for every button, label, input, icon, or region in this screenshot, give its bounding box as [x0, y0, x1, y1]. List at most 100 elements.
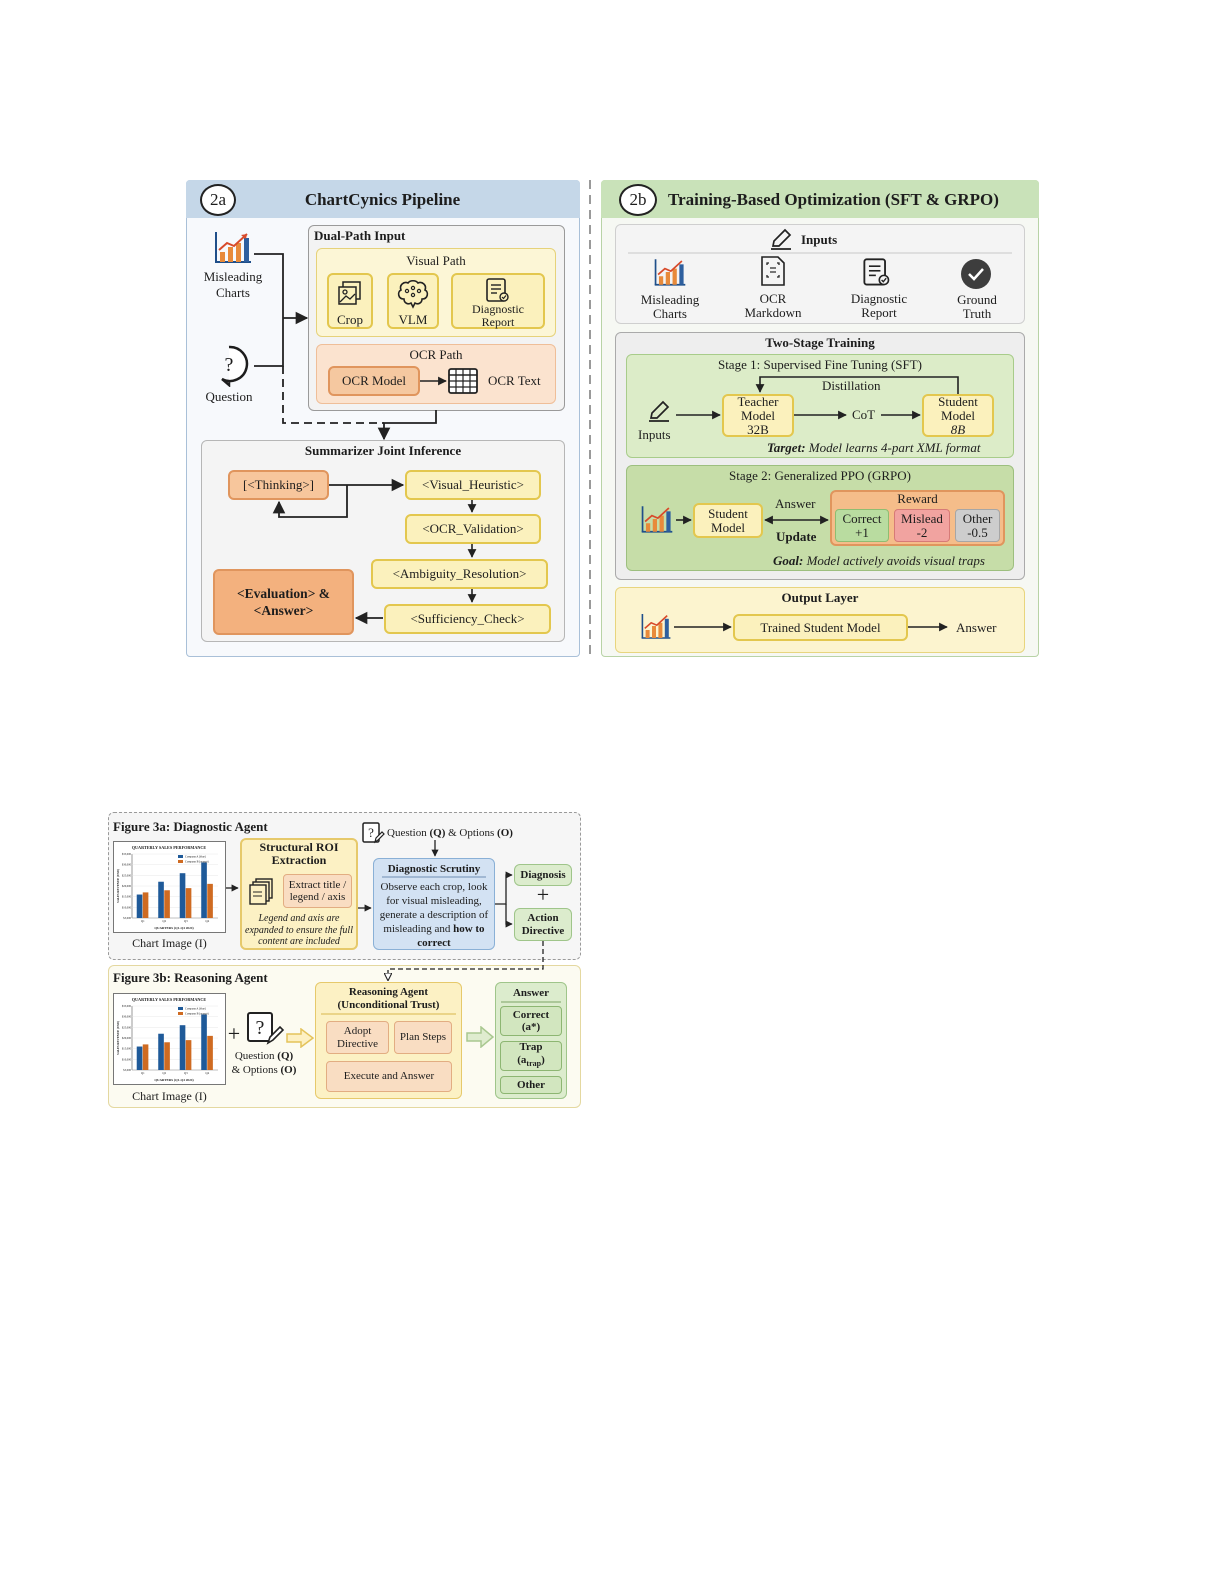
mini-chart-ytick: $35,000: [122, 1005, 132, 1008]
ocr-model-box: OCR Model: [328, 366, 420, 396]
reward-mislead: Mislead -2: [894, 509, 950, 542]
table-icon: [448, 368, 478, 394]
mini-chart-bar: [136, 894, 143, 918]
mini-chart-legend-swatch: [178, 860, 183, 863]
mini-chart-ytick: $35,000: [122, 853, 132, 856]
visual-heuristic-box: <Visual_Heuristic>: [405, 470, 541, 500]
mini-chart-ytick: $15,000: [122, 1048, 132, 1051]
mini-chart-bar: [201, 1014, 207, 1070]
roi-note: Legend and axis are expanded to ensure t…: [245, 913, 353, 947]
report-icon: [863, 258, 890, 286]
sufficiency-check-box: <Sufficiency_Check>: [384, 604, 551, 634]
mini-chart-bar: [201, 862, 207, 918]
mini-chart-legend-label: Company A (blue): [185, 856, 206, 859]
inputs-title: Inputs: [801, 232, 838, 247]
thinking-box: [<Thinking>]: [228, 470, 329, 500]
mini-chart-title: QUARTERLY SALES PERFORMANCE: [132, 845, 207, 850]
distillation-label: Distillation: [822, 378, 881, 393]
mini-chart-bar: [207, 1035, 213, 1070]
mini-chart-ytick: $25,000: [122, 1026, 132, 1029]
adopt-directive-box: Adopt Directive: [326, 1021, 389, 1054]
mini-chart-bar: [179, 1025, 186, 1070]
stage1-title: Stage 1: Supervised Fine Tuning (SFT): [717, 357, 923, 372]
mini-chart-bar: [158, 1033, 164, 1070]
dual-path-title: Dual-Path Input: [314, 228, 406, 243]
mini-chart-xlabel: QUARTERS (Q1-Q4 2024): [154, 926, 193, 930]
panel-separator: [589, 180, 591, 658]
chart-icon: [641, 614, 671, 639]
mini-chart-xtick: Q3: [184, 1071, 188, 1075]
mini-chart-bar: [164, 890, 170, 918]
input-item-ocr-markdown: OCR Markdown: [744, 291, 802, 320]
mini-chart-title: QUARTERLY SALES PERFORMANCE: [132, 997, 207, 1002]
cot-label: CoT: [852, 407, 876, 422]
summarizer-title: Summarizer Joint Inference: [304, 443, 462, 458]
panel-2b-header: [601, 180, 1039, 218]
output-answer-label: Answer: [956, 620, 997, 635]
diagnostic-scrutiny-text: Observe each crop, look for visual misle…: [379, 881, 489, 949]
pencil-icon: [649, 400, 670, 422]
question-options-label: Question (Q) & Options (O): [387, 827, 513, 839]
question-doc-icon: ?: [247, 1012, 285, 1045]
mini-chart-xtick: Q3: [184, 919, 188, 923]
figure-3a-title: Figure 3a: Diagnostic Agent: [113, 819, 268, 834]
svg-text:?: ?: [368, 825, 374, 840]
output-layer-title: Output Layer: [781, 590, 859, 605]
trained-student-box: Trained Student Model: [733, 614, 908, 641]
plus-sign-3b: +: [227, 1021, 241, 1046]
reward-other: Other -0.5: [955, 509, 1000, 542]
execute-answer-box: Execute and Answer: [326, 1061, 452, 1092]
answer-trap: Trap (atrap): [500, 1041, 562, 1071]
answer-other: Other: [500, 1076, 562, 1094]
crop-icon: [338, 281, 361, 305]
panel-2a-title: ChartCynics Pipeline: [304, 190, 461, 209]
mini-chart-xlabel: QUARTERS (Q1-Q4 2024): [154, 1078, 193, 1082]
figure-3b-title: Figure 3b: Reasoning Agent: [113, 970, 268, 985]
mini-chart-ytick: $25,000: [122, 874, 132, 877]
teacher-model-box: Teacher Model 32B: [722, 394, 794, 437]
scrutiny-divider: [382, 876, 486, 878]
mini-chart-legend-label: Company A (blue): [185, 1008, 206, 1011]
mini-chart-ytick: $15,000: [122, 896, 132, 899]
mini-chart-ytick: $30,000: [122, 1016, 132, 1019]
stage2-title: Stage 2: Generalized PPO (GRPO): [729, 468, 911, 483]
fat-arrow-icon: [286, 1028, 314, 1048]
inputs-divider: [628, 252, 1012, 254]
diagnosis-box: Diagnosis: [514, 864, 572, 886]
mini-chart-bar: [185, 1040, 192, 1070]
svg-text:?: ?: [225, 354, 234, 376]
update-label: Update: [776, 529, 817, 544]
ambiguity-resolution-box: <Ambiguity_Resolution>: [371, 559, 548, 589]
mini-chart-bar: [179, 873, 186, 918]
reward-title: Reward: [897, 491, 938, 506]
mini-chart-xtick: Q1: [141, 1071, 145, 1075]
badge-2b: 2b: [619, 184, 657, 216]
diagnostic-report-box: [451, 273, 545, 329]
crop-label: Crop: [337, 312, 363, 327]
ocr-text-label: OCR Text: [488, 373, 541, 388]
mini-chart-xtick: Q4: [205, 1071, 209, 1075]
input-item-misleading-charts: Misleading Charts: [640, 292, 700, 321]
mini-chart-ytick: $5,000: [123, 1069, 131, 1072]
badge-2a: 2a: [200, 184, 236, 216]
panel-2a-header: [186, 180, 580, 218]
evaluation-answer-box: <Evaluation> & <Answer>: [213, 569, 354, 635]
mini-chart-legend-swatch: [178, 855, 183, 858]
input-item-diagnostic-report: Diagnostic Report: [850, 291, 908, 320]
mini-chart-ylabel: SALES REVENUE (USD): [116, 1021, 120, 1055]
reasoning-agent-title: Reasoning Agent (Unconditional Trust): [337, 986, 440, 1011]
vlm-label: VLM: [398, 312, 428, 327]
mini-chart-3a: QUARTERLY SALES PERFORMANCE$35,000$30,00…: [113, 841, 226, 933]
two-stage-title: Two-Stage Training: [765, 335, 875, 350]
mini-chart-bar: [142, 1044, 149, 1070]
question-options-label-3b: Question (Q) & Options (O): [231, 1050, 297, 1076]
answer-panel-title: Answer: [512, 987, 550, 999]
diagnostic-report-label: Diagnostic Report: [472, 302, 524, 329]
agent-divider: [321, 1013, 456, 1015]
report-icon: [486, 278, 509, 302]
mini-chart-bar: [164, 1042, 170, 1070]
chart-icon: [641, 506, 673, 533]
question-doc-icon: ?: [362, 822, 385, 844]
mini-chart-ytick: $20,000: [122, 885, 132, 888]
misleading-charts-label: Misleading Charts: [203, 269, 263, 300]
